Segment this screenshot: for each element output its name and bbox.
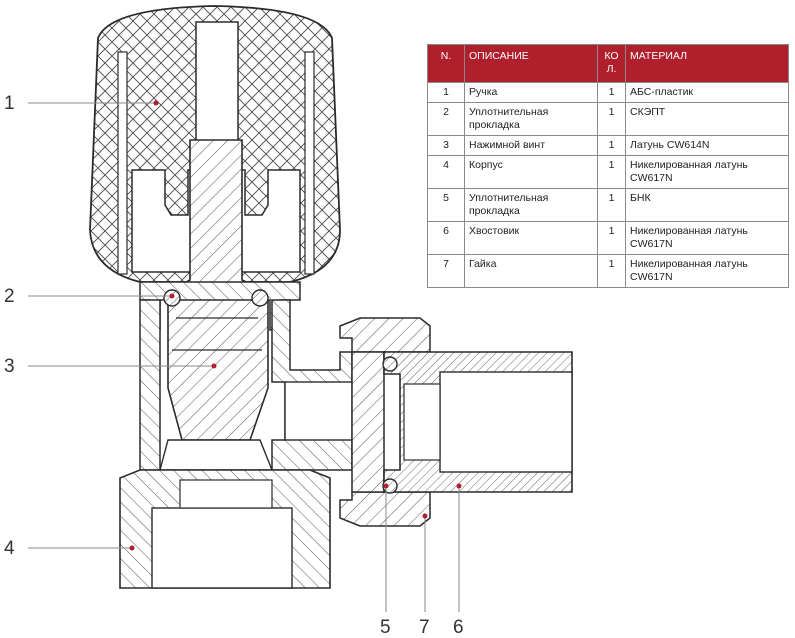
cell-n: 1	[427, 82, 465, 103]
cell-material: Латунь CW614N	[625, 135, 789, 156]
marker-5	[383, 483, 389, 489]
cell-n: 3	[427, 135, 465, 156]
table-row: 5 Уплотнительная прокладка 1 БНК	[427, 188, 789, 222]
marker-2	[169, 293, 175, 299]
cell-qty: 1	[597, 135, 626, 156]
cell-n: 2	[427, 102, 465, 136]
cell-n: 4	[427, 155, 465, 189]
callout-2: 2	[4, 286, 15, 307]
marker-4	[129, 545, 135, 551]
tailpiece-part	[383, 351, 573, 493]
cell-n: 6	[427, 221, 465, 255]
cell-material: Никелированная латунь CW617N	[625, 155, 789, 189]
table-row: 1 Ручка 1 АБС-пластик	[427, 82, 789, 103]
table-row: 3 Нажимной винт 1 Латунь CW614N	[427, 135, 789, 156]
cell-description: Гайка	[464, 254, 598, 288]
cell-description: Уплотнительная прокладка	[464, 102, 598, 136]
cell-description: Корпус	[464, 155, 598, 189]
cell-qty: 1	[597, 188, 626, 222]
table-row: 4 Корпус 1 Никелированная латунь CW617N	[427, 155, 789, 189]
cell-n: 7	[427, 254, 465, 288]
table-row: 7 Гайка 1 Никелированная латунь CW617N	[427, 254, 789, 288]
cell-material: БНК	[625, 188, 789, 222]
marker-7	[422, 513, 428, 519]
marker-6	[456, 483, 462, 489]
marker-3	[211, 363, 217, 369]
valve-body-part	[119, 281, 353, 589]
cell-qty: 1	[597, 155, 626, 189]
part-markers	[129, 100, 462, 551]
header-description: ОПИСАНИЕ	[464, 44, 598, 83]
cell-material: СКЭПТ	[625, 102, 789, 136]
cell-qty: 1	[597, 82, 626, 103]
callout-7: 7	[419, 617, 430, 638]
callout-6: 6	[453, 617, 464, 638]
cell-description: Хвостовик	[464, 221, 598, 255]
header-n: N.	[427, 44, 465, 83]
callout-1: 1	[4, 93, 15, 114]
cell-material: Никелированная латунь CW617N	[625, 221, 789, 255]
parts-table: N. ОПИСАНИЕ КО Л. МАТЕРИАЛ 1 Ручка 1 АБС…	[427, 44, 789, 288]
cell-description: Ручка	[464, 82, 598, 103]
callout-4: 4	[4, 538, 15, 559]
cell-description: Уплотнительная прокладка	[464, 188, 598, 222]
leader-lines	[28, 102, 460, 612]
table-row: 6 Хвостовик 1 Никелированная латунь CW61…	[427, 221, 789, 255]
header-material: МАТЕРИАЛ	[625, 44, 789, 83]
table-header-row: N. ОПИСАНИЕ КО Л. МАТЕРИАЛ	[427, 44, 789, 83]
header-qty: КО Л.	[597, 44, 626, 83]
cell-qty: 1	[597, 102, 626, 136]
cell-description: Нажимной винт	[464, 135, 598, 156]
cell-qty: 1	[597, 254, 626, 288]
table-row: 2 Уплотнительная прокладка 1 СКЭПТ	[427, 102, 789, 136]
nut-part	[339, 317, 431, 527]
cell-qty: 1	[597, 221, 626, 255]
callout-3: 3	[4, 356, 15, 377]
marker-1	[153, 100, 159, 106]
cell-n: 5	[427, 188, 465, 222]
callout-5: 5	[380, 617, 391, 638]
cell-material: АБС-пластик	[625, 82, 789, 103]
cell-material: Никелированная латунь CW617N	[625, 254, 789, 288]
